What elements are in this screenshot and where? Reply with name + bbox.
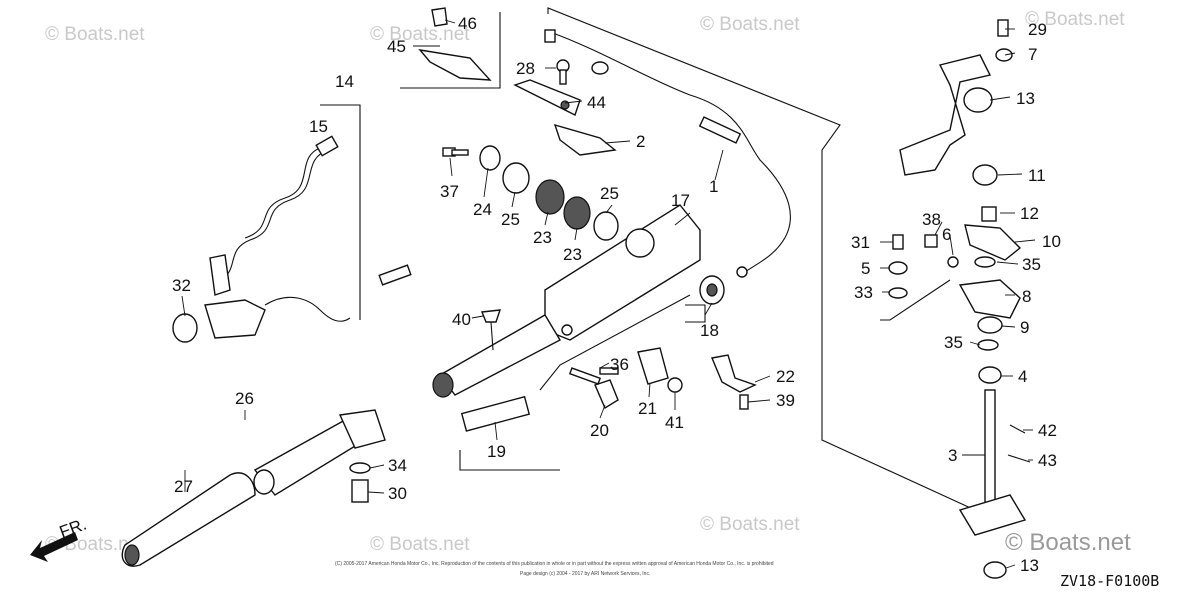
callout-13b: 13 xyxy=(1020,556,1039,575)
callout-27: 27 xyxy=(174,477,193,496)
callout-14: 14 xyxy=(335,72,354,91)
callout-24: 24 xyxy=(473,200,492,219)
callout-13a: 13 xyxy=(1016,89,1035,108)
copyright-line: Page design (c) 2004 - 2017 by ARI Netwo… xyxy=(520,571,650,577)
callout-37: 37 xyxy=(440,182,459,201)
callout-2: 2 xyxy=(636,132,645,151)
screw-40 xyxy=(481,309,502,351)
callout-15: 15 xyxy=(309,117,328,136)
throttle-cable xyxy=(544,29,791,278)
callout-25a: 25 xyxy=(501,210,520,229)
callout-28: 28 xyxy=(516,59,535,78)
watermarks: © Boats.net © Boats.net © Boats.net © Bo… xyxy=(45,9,1131,556)
guide-lines xyxy=(320,7,976,511)
callout-18: 18 xyxy=(700,321,719,340)
callout-41: 41 xyxy=(665,413,684,432)
callout-1: 1 xyxy=(709,177,718,196)
callout-36: 36 xyxy=(610,355,629,374)
callout-17: 17 xyxy=(671,191,690,210)
callout-26: 26 xyxy=(235,389,254,408)
callout-35b: 35 xyxy=(944,333,963,352)
callout-5: 5 xyxy=(861,259,870,278)
callout-10: 10 xyxy=(1042,232,1061,251)
tiller-handle xyxy=(432,204,701,432)
callout-20: 20 xyxy=(590,421,609,440)
callout-25b: 25 xyxy=(600,184,619,203)
callout-46: 46 xyxy=(458,14,477,33)
top-clip-group xyxy=(418,7,492,81)
callout-23b: 23 xyxy=(563,245,582,264)
callout-32: 32 xyxy=(172,276,191,295)
callout-21: 21 xyxy=(638,399,657,418)
watermark-text: © Boats.net xyxy=(370,534,470,555)
watermark-text: © Boats.net xyxy=(45,24,145,45)
watermark-text: © Boats.net xyxy=(700,14,800,35)
callout-6: 6 xyxy=(942,225,951,244)
bearing-stack xyxy=(442,145,619,241)
diagram-code: ZV18-F0100B xyxy=(1060,572,1159,590)
callout-34: 34 xyxy=(388,456,407,475)
boats-net-watermark: © Boats.net xyxy=(1005,529,1131,556)
callout-31: 31 xyxy=(851,233,870,252)
callout-22: 22 xyxy=(776,367,795,386)
callout-33: 33 xyxy=(854,283,873,302)
watermark-text: © Boats.net xyxy=(370,24,470,45)
leader-lines xyxy=(181,19,1036,569)
bracket-group xyxy=(513,59,617,156)
callout-43: 43 xyxy=(1038,451,1057,470)
friction-collar xyxy=(699,275,725,305)
callout-19: 19 xyxy=(487,442,506,461)
callout-12: 12 xyxy=(1020,204,1039,223)
callout-45: 45 xyxy=(387,37,406,56)
callouts: 46 45 28 44 2 1 14 15 32 37 24 25 23 23 … xyxy=(172,14,1061,575)
callout-4: 4 xyxy=(1018,367,1027,386)
callout-35a: 35 xyxy=(1022,255,1041,274)
callout-23a: 23 xyxy=(533,228,552,247)
kill-switch-group xyxy=(172,135,412,343)
callout-8: 8 xyxy=(1022,287,1031,306)
shift-linkage xyxy=(888,19,1031,579)
callout-38: 38 xyxy=(922,210,941,229)
callout-29: 29 xyxy=(1028,20,1047,39)
callout-44: 44 xyxy=(587,93,606,112)
footer: (C) 2005-2017 American Honda Motor Co., … xyxy=(335,561,1159,590)
callout-3: 3 xyxy=(948,446,957,465)
callout-30: 30 xyxy=(388,484,407,503)
callout-11: 11 xyxy=(1028,166,1046,185)
handle-grip xyxy=(121,409,386,567)
callout-7: 7 xyxy=(1028,45,1037,64)
watermark-text: © Boats.net xyxy=(1025,9,1125,30)
bracket-22 xyxy=(711,354,757,410)
copyright-line: (C) 2005-2017 American Honda Motor Co., … xyxy=(335,561,774,567)
callout-40: 40 xyxy=(452,310,471,329)
knob-clamp-group xyxy=(568,347,683,410)
callout-42: 42 xyxy=(1038,421,1057,440)
watermark-text: © Boats.net xyxy=(700,514,800,535)
callout-39: 39 xyxy=(776,391,795,410)
callout-9: 9 xyxy=(1020,318,1029,337)
